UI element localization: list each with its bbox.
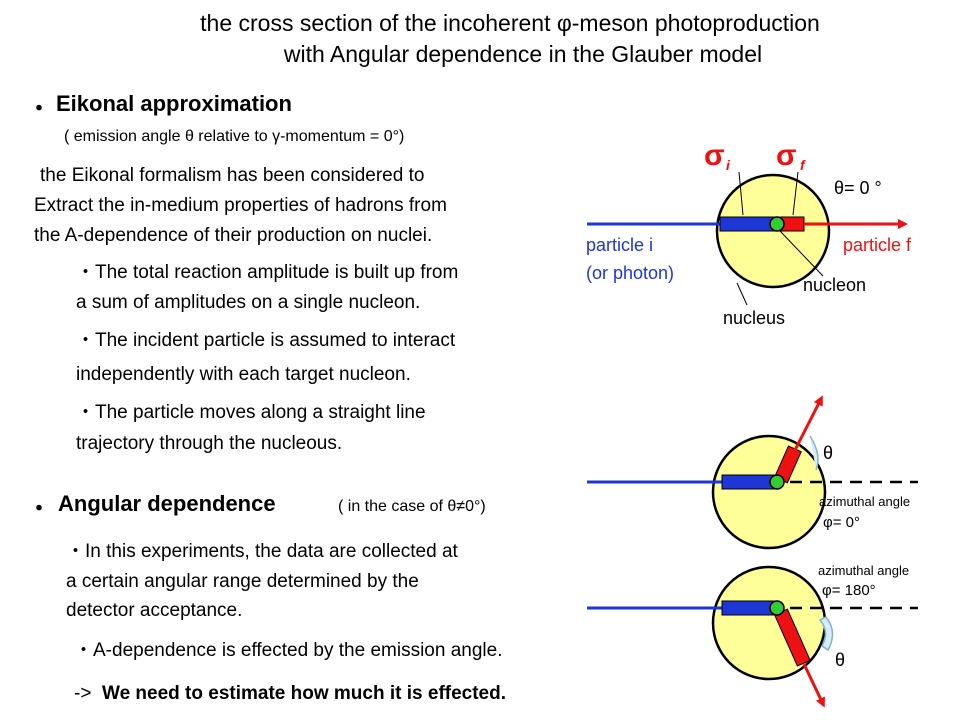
eikonal-heading: Eikonal approximation bbox=[56, 91, 292, 116]
particle-f-label: particle f bbox=[843, 235, 912, 255]
angular-heading: Angular dependence bbox=[58, 491, 276, 516]
theta-arc-mid bbox=[809, 435, 819, 471]
eikonal-intro-line3: the A-dependence of their production on … bbox=[34, 225, 433, 246]
angular-p2: ・A-dependence is effected by the emissio… bbox=[74, 640, 503, 661]
angular-p1-line3: detector acceptance. bbox=[66, 600, 243, 621]
sigma-i-subscript: i bbox=[726, 157, 731, 173]
outgoing-beam-line-bot bbox=[802, 663, 825, 708]
eikonal-point2-line1: ・The incident particle is assumed to int… bbox=[76, 330, 456, 351]
angular-note: ( in the case of θ≠0°) bbox=[338, 498, 486, 515]
angular-p1-line1: ・In this experiments, the data are colle… bbox=[66, 541, 458, 562]
eikonal-point2-line2: independently with each target nucleon. bbox=[76, 364, 411, 385]
angular-p1-line2: a certain angular range determined by th… bbox=[66, 571, 419, 592]
phi-label-mid: φ= 0° bbox=[823, 514, 860, 531]
page-title-line1: the cross section of the incoherent φ-me… bbox=[200, 10, 820, 36]
phi-label-bot: φ= 180° bbox=[822, 582, 876, 599]
incoming-tube bbox=[719, 216, 776, 232]
nucleus-circle-bot bbox=[711, 565, 827, 681]
sigma-f-symbol: σ bbox=[776, 139, 797, 172]
eikonal-point3-line2: trajectory through the nucleous. bbox=[76, 433, 343, 454]
nucleon-label: nucleon bbox=[803, 275, 866, 295]
angular-bullet: ・ bbox=[28, 496, 51, 521]
eikonal-bullet: ・ bbox=[28, 96, 51, 121]
azimuthal-label-mid: azimuthal angle bbox=[819, 494, 910, 509]
outgoing-beam-line-mid bbox=[792, 395, 823, 453]
theta-label-mid: θ bbox=[823, 443, 833, 463]
nucleon-dot bbox=[769, 216, 785, 232]
eikonal-point1-line1: ・The total reaction amplitude is built u… bbox=[76, 262, 459, 283]
nucleon-dot-bot bbox=[769, 600, 785, 616]
nucleon-dot-mid bbox=[769, 474, 785, 490]
theta-label-bot: θ bbox=[835, 650, 845, 670]
eikonal-intro-line2: Extract the in-medium properties of hadr… bbox=[34, 195, 447, 216]
eikonal-intro-line1: the Eikonal formalism has been considere… bbox=[40, 165, 425, 186]
eikonal-point1-line2: a sum of amplitudes on a single nucleon. bbox=[76, 292, 421, 313]
eikonal-note: ( emission angle θ relative to γ-momentu… bbox=[64, 128, 405, 145]
sigma-i-symbol: σ bbox=[704, 139, 725, 172]
sigma-f-subscript: f bbox=[800, 157, 806, 173]
incoming-tube-mid bbox=[721, 474, 775, 490]
conclusion-arrow: -> bbox=[74, 683, 92, 704]
sigma-i-pointer bbox=[738, 171, 744, 216]
diagram-theta-zero bbox=[587, 171, 908, 306]
nucleus-pointer bbox=[736, 282, 748, 306]
page-title-line2: with Angular dependence in the Glauber m… bbox=[283, 41, 763, 67]
particle-i-label: particle i bbox=[586, 235, 653, 255]
diagram-phi-180 bbox=[587, 565, 918, 708]
incoming-tube-bot bbox=[721, 600, 775, 616]
sigma-f-pointer bbox=[792, 171, 799, 216]
theta-zero-label: θ= 0 ° bbox=[834, 178, 882, 198]
eikonal-point3-line1: ・The particle moves along a straight lin… bbox=[76, 402, 426, 423]
theta-arc-bot bbox=[818, 616, 834, 652]
nucleus-circle-mid bbox=[711, 434, 827, 550]
nucleon-pointer bbox=[779, 230, 824, 277]
particle-i-sublabel: (or photon) bbox=[586, 263, 674, 283]
azimuthal-label-bot: azimuthal angle bbox=[818, 563, 909, 578]
diagram-phi-zero bbox=[587, 395, 918, 550]
conclusion-text: We need to estimate how much it is effec… bbox=[102, 683, 507, 704]
nucleus-label: nucleus bbox=[723, 308, 785, 328]
